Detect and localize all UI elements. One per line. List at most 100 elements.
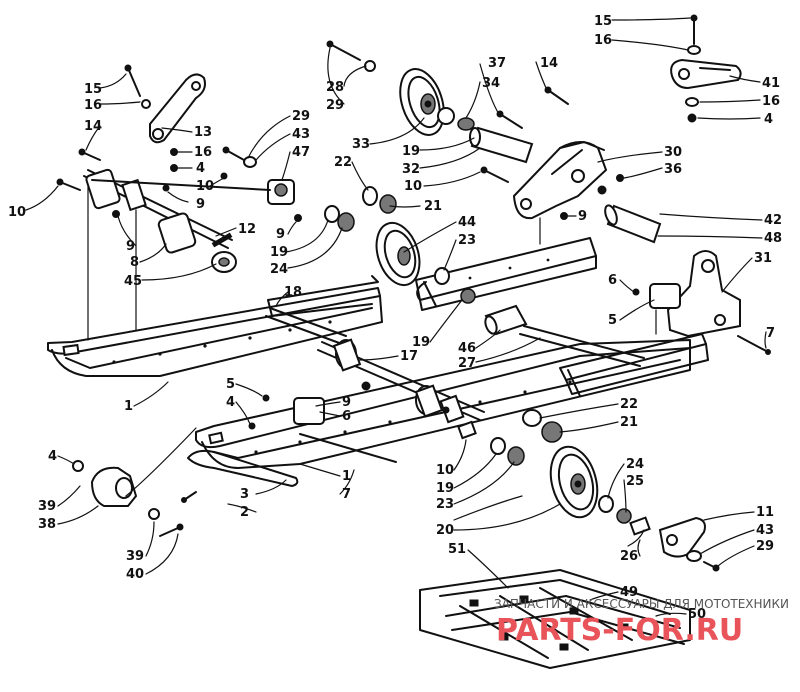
callout-9: 9 [578, 209, 587, 224]
callout-9: 9 [342, 395, 351, 410]
callout-25: 25 [626, 474, 644, 489]
callout-4: 4 [764, 112, 773, 127]
callout-1: 1 [342, 469, 351, 484]
rail-section-lower [559, 333, 709, 397]
callout-24: 24 [270, 262, 288, 277]
callout-19: 19 [412, 335, 430, 350]
idler-wheel-44 [375, 221, 476, 304]
callout-7: 7 [766, 326, 775, 341]
callout-29: 29 [326, 98, 344, 113]
callout-10: 10 [404, 179, 422, 194]
callout-22: 22 [620, 397, 638, 412]
callout-5: 5 [226, 377, 235, 392]
callout-39: 39 [126, 549, 144, 564]
callout-40: 40 [126, 567, 144, 582]
callout-38: 38 [38, 517, 56, 532]
callout-31: 31 [754, 251, 772, 266]
bolts-left [56, 64, 178, 218]
callout-26: 26 [620, 549, 638, 564]
callout-47: 47 [292, 145, 310, 160]
axle-27 [519, 325, 645, 367]
callout-2: 2 [240, 505, 249, 520]
rail-section-middle [267, 237, 597, 317]
callout-37: 37 [488, 56, 506, 71]
callout-19: 19 [436, 481, 454, 496]
leader-lines [25, 17, 767, 617]
callout-9: 9 [126, 239, 135, 254]
callout-32: 32 [402, 162, 420, 177]
callout-49: 49 [620, 585, 638, 600]
link-13 [149, 73, 206, 144]
callout-11: 11 [756, 505, 774, 520]
watermark: ЗАПЧАСТИ И АКСЕССУАРЫ ДЛЯ МОТОТЕХНИКИ PA… [494, 597, 789, 648]
callout-20: 20 [436, 523, 454, 538]
callout-1: 1 [124, 399, 133, 414]
callout-27: 27 [458, 356, 476, 371]
track-belt [419, 569, 691, 669]
axle-17 [317, 338, 485, 424]
callout-4: 4 [196, 161, 205, 176]
callout-13: 13 [194, 125, 212, 140]
callout-48: 48 [764, 231, 782, 246]
callout-33: 33 [352, 137, 370, 152]
callout-21: 21 [620, 415, 638, 430]
bumper-block-6 [248, 394, 397, 463]
callout-21: 21 [424, 199, 442, 214]
callout-9: 9 [196, 197, 205, 212]
rear-arm-31 [632, 250, 771, 355]
bracket-30 [480, 86, 624, 220]
callout-6: 6 [342, 409, 351, 424]
callout-50: 50 [688, 607, 706, 622]
callout-10: 10 [8, 205, 26, 220]
callout-5: 5 [608, 313, 617, 328]
callout-16: 16 [594, 33, 612, 48]
arm-bracket-11 [658, 516, 720, 572]
callout-8: 8 [130, 255, 139, 270]
callout-43: 43 [292, 127, 310, 142]
spacer-46 [484, 304, 528, 336]
callout-46: 46 [458, 341, 476, 356]
callout-14: 14 [540, 56, 558, 71]
left-slide-rail [47, 275, 383, 377]
idler-wheel-20 [549, 445, 651, 536]
watermark-caption: ЗАПЧАСТИ И АКСЕССУАРЫ ДЛЯ МОТОТЕХНИКИ [494, 597, 789, 611]
axle-18 [265, 307, 347, 345]
bumper-38 [72, 460, 197, 537]
bracket-41 [670, 14, 742, 123]
callout-15: 15 [84, 82, 102, 97]
callout-18: 18 [284, 285, 302, 300]
callout-22: 22 [334, 155, 352, 170]
callout-16: 16 [194, 145, 212, 160]
callout-44: 44 [458, 215, 476, 230]
callout-39: 39 [38, 499, 56, 514]
bearing-set-left [324, 186, 397, 232]
callout-3: 3 [240, 487, 249, 502]
callout-23: 23 [458, 233, 476, 248]
callout-6: 6 [608, 273, 617, 288]
callout-16: 16 [762, 94, 780, 109]
callout-51: 51 [448, 542, 466, 557]
callout-29: 29 [292, 109, 310, 124]
callout-labels: 15 16 13 16 4 14 10 9 10 9 8 12 45 29 43… [8, 14, 782, 622]
callout-45: 45 [124, 274, 142, 289]
callout-10: 10 [196, 179, 214, 194]
callout-19: 19 [270, 245, 288, 260]
callout-29: 29 [756, 539, 774, 554]
callout-10: 10 [436, 463, 454, 478]
callout-9: 9 [276, 227, 285, 242]
callout-36: 36 [664, 162, 682, 177]
spacer-32 [469, 126, 534, 164]
callout-43: 43 [756, 523, 774, 538]
tube-48 [604, 204, 662, 244]
callout-14: 14 [84, 119, 102, 134]
callout-23: 23 [436, 497, 454, 512]
callout-28: 28 [326, 80, 344, 95]
callout-41: 41 [762, 76, 780, 91]
callout-4: 4 [226, 395, 235, 410]
callout-34: 34 [482, 76, 500, 91]
callout-12: 12 [238, 222, 256, 237]
callout-7: 7 [342, 487, 351, 502]
callout-19: 19 [402, 144, 420, 159]
callout-17: 17 [400, 349, 418, 364]
